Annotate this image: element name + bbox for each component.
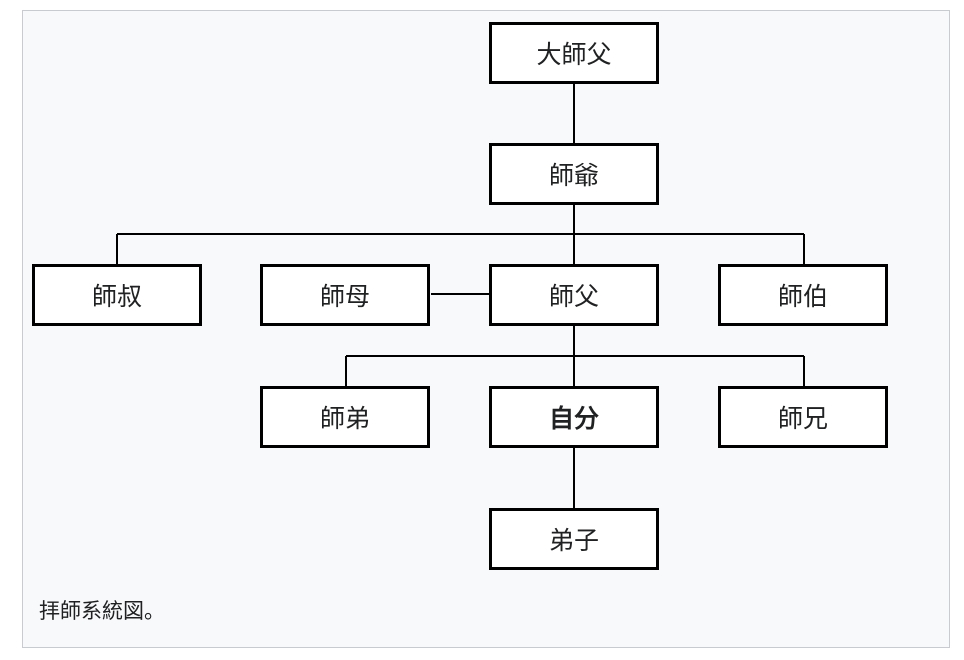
node-disciple: 弟子 [489, 508, 659, 570]
node-self: 自分 [489, 386, 659, 448]
node-master-uncle-younger: 師叔 [32, 264, 202, 326]
figure-caption: 拝師系統図。 [39, 599, 165, 623]
node-senior-brother: 師兄 [718, 386, 888, 448]
node-master: 師父 [489, 264, 659, 326]
node-great-grandmaster: 大師父 [489, 22, 659, 84]
node-grandmaster: 師爺 [489, 143, 659, 205]
node-master-uncle-elder: 師伯 [718, 264, 888, 326]
figure-container: 大師父 師爺 師叔 師母 師父 師伯 師弟 自分 師兄 弟子 拝師系統図。 [22, 10, 950, 648]
connector-lines [116, 83, 805, 508]
node-master-mother: 師母 [260, 264, 430, 326]
node-junior-brother: 師弟 [260, 386, 430, 448]
